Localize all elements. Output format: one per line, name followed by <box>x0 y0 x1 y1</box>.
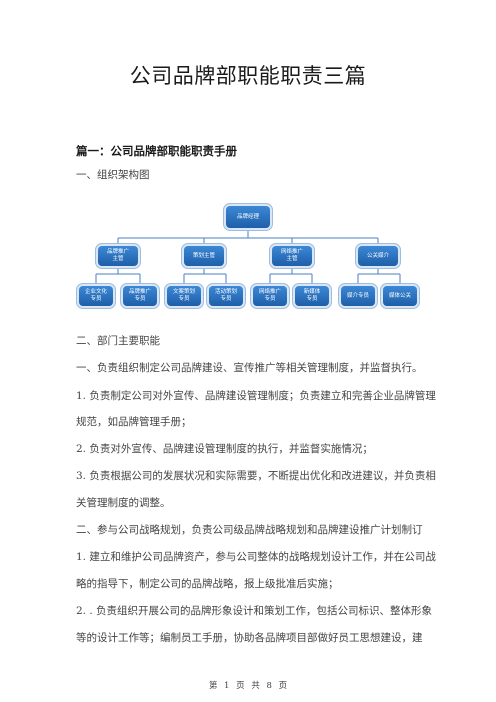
org-chart-connectors <box>95 230 401 284</box>
body-line: 等的设计工作等；编制员工手册，协助各品牌项目部做好员工思想建设，建 <box>76 632 423 644</box>
org-node-level2: 新媒体 专员 <box>295 286 329 306</box>
org-chart-caption: 一、组织架构图 <box>76 169 150 181</box>
org-node-level2: 活动策划 专员 <box>209 286 243 306</box>
org-node-level2: 网络推广 专员 <box>253 286 287 306</box>
org-node-level1: 网络推广 主管 <box>272 246 312 266</box>
org-node-root: 品牌经理 <box>226 206 270 228</box>
org-node-level1: 策划主管 <box>184 246 224 266</box>
page-footer: 第 1 页 共 8 页 <box>208 681 288 691</box>
org-node-level2: 媒介专员 <box>341 286 375 306</box>
section-heading: 篇一：公司品牌部职能职责手册 <box>76 144 237 158</box>
org-node-level2: 文案策划 专员 <box>167 286 201 306</box>
org-node-level2: 品牌推广 专员 <box>123 286 157 306</box>
body-line: 二、部门主要职能 <box>76 335 160 347</box>
body-line: 关管理制度的调整。 <box>76 497 171 509</box>
org-node-level2: 企业文化 专员 <box>79 286 113 306</box>
body-line: 3. 负责根据公司的发展状况和实际需要，不断提出优化和改进建议，并负责相 <box>76 470 436 482</box>
org-node-level2: 媒体公关 <box>383 286 417 306</box>
body-line: 2. 负责对外宣传、品牌建设管理制度的执行，并监督实施情况； <box>76 443 373 455</box>
body-line: 略的指导下，制定公司的品牌战略，报上级批准后实施； <box>76 578 339 590</box>
body-line: 规范，如品牌管理手册； <box>76 416 192 428</box>
org-node-level1: 公关媒介 <box>358 246 398 266</box>
body-line: 二、参与公司战略规划，负责公司级品牌战略规划和品牌建设推广计划制订 <box>76 524 423 536</box>
org-chart: 品牌经理 品牌推广 主管 策划主管 网络推广 主管 公关媒介 企业文化 专员 品… <box>76 196 421 318</box>
body-line: 一、负责组织制定公司品牌建设、宣传推广等相关管理制度，并监督执行。 <box>76 362 423 374</box>
body-line: 1. 建立和维护公司品牌资产，参与公司整体的战略规划设计工作，并在公司战 <box>76 551 436 563</box>
document-title: 公司品牌部职能职责三篇 <box>129 64 367 88</box>
body-line: 2. . 负责组织开展公司的品牌形象设计和策划工作，包括公司标识、整体形象 <box>76 605 433 617</box>
body-line: 1. 负责制定公司对外宣传、品牌建设管理制度；负责建立和完善企业品牌管理 <box>76 390 436 402</box>
org-node-level1: 品牌推广 主管 <box>98 246 138 266</box>
